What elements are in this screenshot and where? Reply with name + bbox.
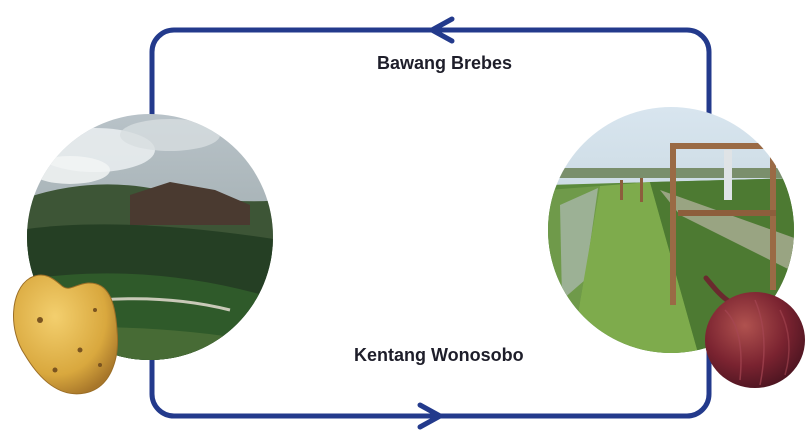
wonosobo-highland-photo: [27, 114, 273, 360]
bottom-label: Kentang Wonosobo: [354, 345, 524, 365]
arrow-right-icon: [417, 402, 443, 430]
potato-icon: [13, 274, 119, 395]
shallot-icon: [703, 275, 805, 388]
top-label: Bawang Brebes: [377, 53, 513, 73]
arrow-left-icon: [429, 16, 455, 44]
